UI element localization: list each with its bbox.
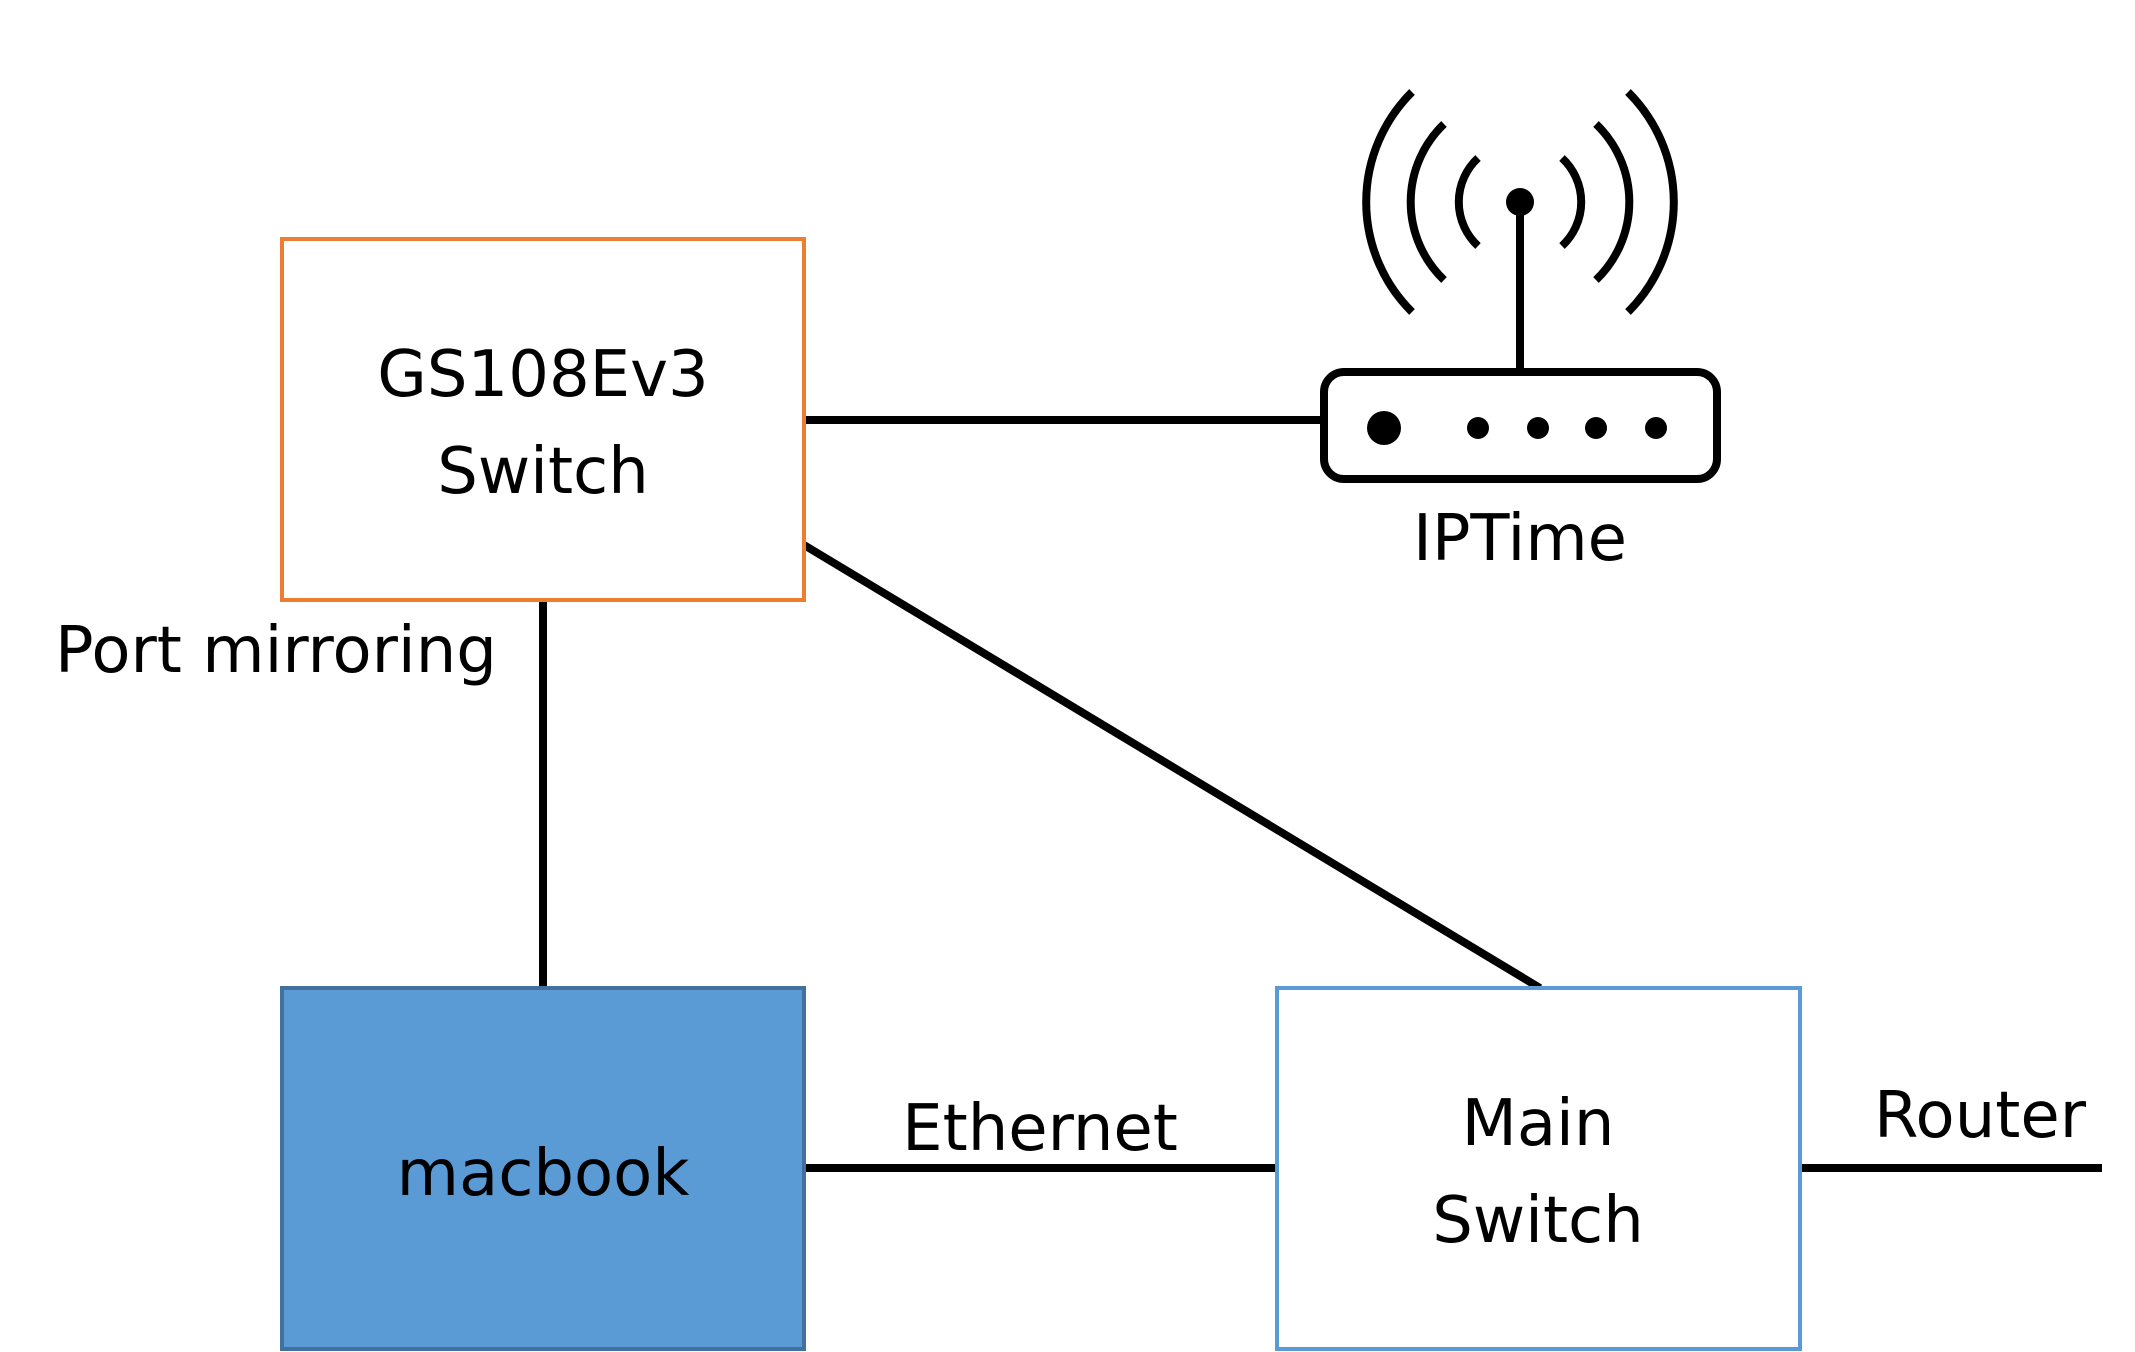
antenna-tip-icon (1506, 188, 1534, 216)
macbook-label: macbook (397, 1137, 690, 1211)
gs-switch-node[interactable]: GS108Ev3 Switch (280, 237, 806, 602)
macbook-box[interactable] (280, 986, 806, 1351)
gs-switch-label-line1: GS108Ev3 (377, 338, 708, 412)
router-led-icon (1467, 417, 1489, 439)
router-led-large-icon (1367, 411, 1401, 445)
link-gs-switch-to-main-switch (801, 541, 1543, 992)
signal-wave-left-large-icon (1362, 89, 1415, 315)
signal-wave-left-small-icon (1454, 155, 1481, 249)
signal-wave-left-medium-icon (1406, 121, 1447, 283)
router-body-icon (1320, 368, 1721, 483)
connection-lines (539, 416, 2102, 1172)
router-led-icon (1645, 417, 1667, 439)
port-mirroring-label: Port mirroring (55, 614, 497, 688)
gs-switch-label-line2: Switch (437, 435, 649, 509)
iptime-label: IPTime (1413, 502, 1627, 576)
gs-switch-box[interactable] (280, 237, 806, 602)
router-label: Router (1874, 1079, 2087, 1153)
signal-wave-right-small-icon (1559, 155, 1586, 249)
macbook-node[interactable]: macbook (280, 986, 806, 1351)
signal-wave-right-large-icon (1625, 89, 1678, 315)
main-switch-label-line2: Switch (1432, 1184, 1644, 1258)
wireless-router-icon[interactable] (1320, 89, 1721, 483)
ethernet-label: Ethernet (902, 1092, 1178, 1166)
signal-wave-right-medium-icon (1593, 121, 1634, 283)
main-switch-box[interactable] (1275, 986, 1802, 1351)
router-led-icon (1527, 417, 1549, 439)
router-led-icon (1585, 417, 1607, 439)
main-switch-label-line1: Main (1462, 1087, 1615, 1161)
main-switch-node[interactable]: Main Switch (1275, 986, 1802, 1351)
